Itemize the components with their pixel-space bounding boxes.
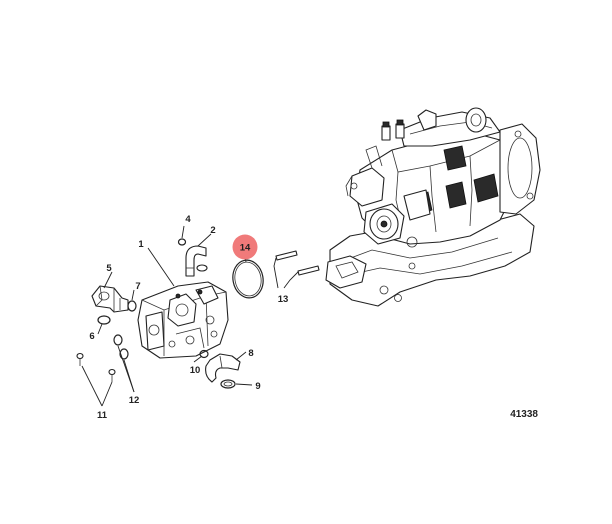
callout-8: 8 [248, 348, 253, 359]
o-ring-7 [127, 300, 137, 312]
screws-11 [76, 352, 116, 382]
leader-lines [81, 225, 299, 407]
hydraulic-pump [137, 281, 229, 359]
o-ring-9 [220, 379, 236, 389]
figure-reference-number: 41338 [510, 409, 538, 420]
o-ring-4 [177, 238, 187, 246]
callout-9: 9 [255, 381, 260, 392]
elbow-fitting-8 [205, 353, 241, 383]
callout-5: 5 [106, 263, 112, 274]
o-ring-6 [97, 315, 111, 325]
callout-4: 4 [185, 214, 191, 225]
washers-12 [113, 334, 129, 360]
elbow-fitting-2 [185, 245, 208, 277]
elbow-fitting-5 [91, 285, 129, 313]
callout-11: 11 [97, 410, 108, 421]
engine-assembly [325, 107, 541, 307]
callout-7: 7 [135, 281, 140, 292]
callout-2: 2 [210, 225, 215, 236]
callout-labels: 1 2 4 5 6 7 8 9 10 11 12 13 14 [89, 214, 288, 421]
callout-6: 6 [89, 331, 94, 342]
o-ring-10 [199, 349, 209, 359]
callout-14: 14 [240, 243, 251, 254]
o-ring-part [232, 259, 264, 299]
callout-12: 12 [129, 395, 140, 406]
callout-13: 13 [278, 294, 289, 305]
callout-1: 1 [138, 239, 144, 250]
dowel-pins [275, 250, 320, 276]
callout-10: 10 [190, 365, 201, 376]
highlighted-callout-14[interactable]: 14 [232, 234, 258, 260]
highlight-circle [232, 234, 258, 260]
